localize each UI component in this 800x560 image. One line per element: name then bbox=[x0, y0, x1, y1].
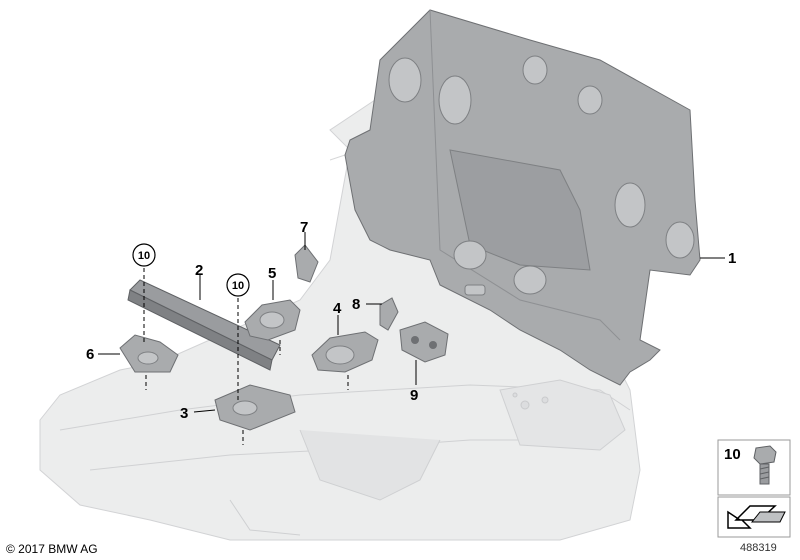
bracket-part-7 bbox=[294, 244, 319, 283]
callout-10-right: 10 bbox=[232, 280, 244, 292]
image-number: 488319 bbox=[740, 542, 777, 554]
callout-9: 9 bbox=[410, 387, 418, 404]
callout-1: 1 bbox=[728, 250, 736, 267]
bracket-part-6 bbox=[119, 334, 179, 373]
direction-arrow-icon bbox=[727, 505, 786, 529]
callout-4: 4 bbox=[333, 300, 342, 317]
rear-panel-part bbox=[344, 9, 701, 386]
callout-labels: 1 2 3 4 5 6 7 8 9 10 10 bbox=[86, 219, 736, 422]
legend-item-number: 10 bbox=[724, 446, 741, 463]
callout-3: 3 bbox=[180, 405, 188, 422]
bracket-part-8 bbox=[379, 297, 399, 331]
leader-lines bbox=[98, 232, 725, 445]
callout-6: 6 bbox=[86, 346, 94, 363]
mounting-plate-part-4 bbox=[311, 331, 379, 373]
legend-direction bbox=[717, 496, 791, 538]
callout-2: 2 bbox=[195, 262, 203, 279]
legend-item-10: 10 bbox=[717, 439, 791, 496]
cross-member-part bbox=[127, 279, 281, 371]
callout-10-left: 10 bbox=[138, 250, 150, 262]
callout-8: 8 bbox=[352, 296, 360, 313]
bracket-part-3 bbox=[214, 384, 296, 431]
bolt-icon bbox=[753, 445, 777, 485]
holder-part-9 bbox=[399, 321, 449, 363]
copyright-text: © 2017 BMW AG bbox=[6, 542, 98, 556]
callout-5: 5 bbox=[268, 265, 276, 282]
mounting-plate-part-5 bbox=[244, 299, 301, 341]
callout-7: 7 bbox=[300, 219, 308, 236]
